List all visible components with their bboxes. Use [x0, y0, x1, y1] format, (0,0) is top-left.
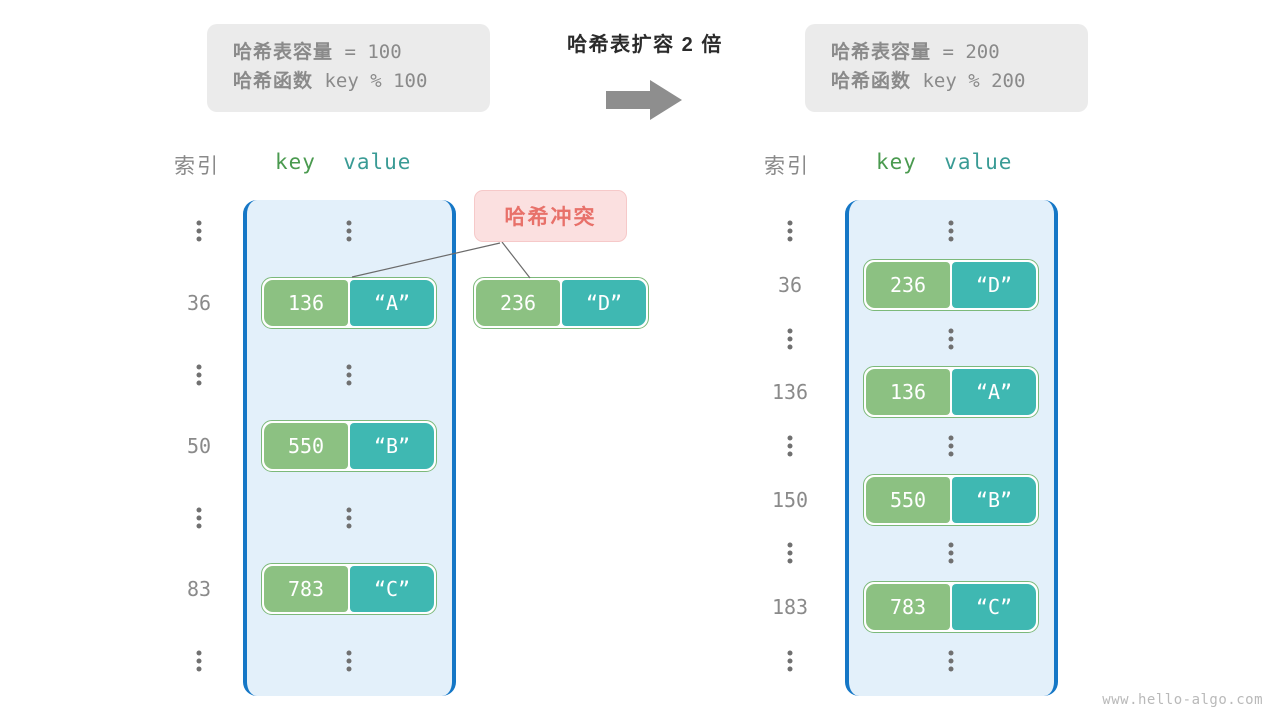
before-info-box: 哈希表容量 = 100 哈希函数 key % 100 — [207, 24, 490, 112]
right-entry-key: 236 — [866, 262, 950, 308]
before-hashfunc-value: key % 100 — [313, 70, 428, 92]
after-capacity-label: 哈希表容量 — [831, 42, 932, 63]
right-index-ellipsis-icon — [787, 220, 793, 242]
right-slot-ellipsis-icon — [948, 435, 954, 457]
right-slot-ellipsis-icon — [948, 328, 954, 350]
left-entry-key: 136 — [264, 280, 348, 326]
before-hashfunc-label: 哈希函数 — [233, 71, 314, 92]
right-entry-value: “B” — [952, 477, 1036, 523]
left-entry-value: “B” — [350, 423, 434, 469]
watermark: www.hello-algo.com — [1102, 692, 1263, 708]
after-hashfunc-label: 哈希函数 — [831, 71, 912, 92]
right-index-label: 36 — [777, 273, 803, 297]
left-entry-key: 783 — [264, 566, 348, 612]
overflow-pair-value: “D” — [562, 280, 646, 326]
right-index-label: 183 — [771, 595, 809, 619]
right-index-header: 索引 — [764, 155, 810, 178]
after-capacity-line: 哈希表容量 = 200 — [831, 38, 1062, 67]
right-slot-ellipsis-icon — [948, 542, 954, 564]
left-slot-ellipsis-icon — [346, 220, 352, 242]
before-capacity-line: 哈希表容量 = 100 — [233, 38, 464, 67]
after-hashfunc-value: key % 200 — [911, 70, 1026, 92]
overflow-pair: 236 “D” — [473, 277, 649, 329]
before-capacity-label: 哈希表容量 — [233, 42, 334, 63]
right-entry-pair: 236“D” — [863, 259, 1039, 311]
left-entry-pair: 550“B” — [261, 420, 437, 472]
left-index-ellipsis-icon — [196, 364, 202, 386]
right-slot-ellipsis-icon — [948, 650, 954, 672]
left-key-header: key — [275, 150, 316, 174]
left-entry-value: “A” — [350, 280, 434, 326]
right-slot-ellipsis-icon — [948, 220, 954, 242]
before-capacity-value: = 100 — [333, 41, 402, 63]
left-entry-pair: 783“C” — [261, 563, 437, 615]
left-entry-value: “C” — [350, 566, 434, 612]
left-slot-ellipsis-icon — [346, 650, 352, 672]
before-hashfunc-line: 哈希函数 key % 100 — [233, 67, 464, 96]
right-index-ellipsis-icon — [787, 328, 793, 350]
right-entry-value: “D” — [952, 262, 1036, 308]
right-value-header: value — [944, 150, 1013, 174]
left-index-ellipsis-icon — [196, 650, 202, 672]
right-index-label: 150 — [771, 488, 809, 512]
right-index-ellipsis-icon — [787, 650, 793, 672]
right-entry-key: 136 — [866, 369, 950, 415]
left-index-ellipsis-icon — [196, 507, 202, 529]
left-entry-pair: 136“A” — [261, 277, 437, 329]
left-entry-key: 550 — [264, 423, 348, 469]
arrow-right-icon — [606, 80, 682, 120]
after-info-box: 哈希表容量 = 200 哈希函数 key % 200 — [805, 24, 1088, 112]
left-index-label: 83 — [186, 577, 212, 601]
right-entry-value: “A” — [952, 369, 1036, 415]
after-hashfunc-line: 哈希函数 key % 200 — [831, 67, 1062, 96]
right-index-ellipsis-icon — [787, 435, 793, 457]
right-entry-pair: 550“B” — [863, 474, 1039, 526]
right-entry-value: “C” — [952, 584, 1036, 630]
left-index-label: 50 — [186, 434, 212, 458]
collision-badge: 哈希冲突 — [474, 190, 627, 242]
left-slot-ellipsis-icon — [346, 364, 352, 386]
right-index-label: 136 — [771, 380, 809, 404]
left-index-label: 36 — [186, 291, 212, 315]
left-index-ellipsis-icon — [196, 220, 202, 242]
left-index-header: 索引 — [174, 155, 220, 178]
left-slot-ellipsis-icon — [346, 507, 352, 529]
right-index-ellipsis-icon — [787, 542, 793, 564]
right-entry-pair: 136“A” — [863, 366, 1039, 418]
right-kv-header: key value — [876, 150, 1012, 174]
right-entry-pair: 783“C” — [863, 581, 1039, 633]
overflow-pair-key: 236 — [476, 280, 560, 326]
right-key-header: key — [876, 150, 917, 174]
right-entry-key: 783 — [866, 584, 950, 630]
left-value-header: value — [343, 150, 412, 174]
left-kv-header: key value — [275, 150, 411, 174]
after-capacity-value: = 200 — [931, 41, 1000, 63]
right-entry-key: 550 — [866, 477, 950, 523]
transform-title: 哈希表扩容 2 倍 — [567, 34, 723, 56]
